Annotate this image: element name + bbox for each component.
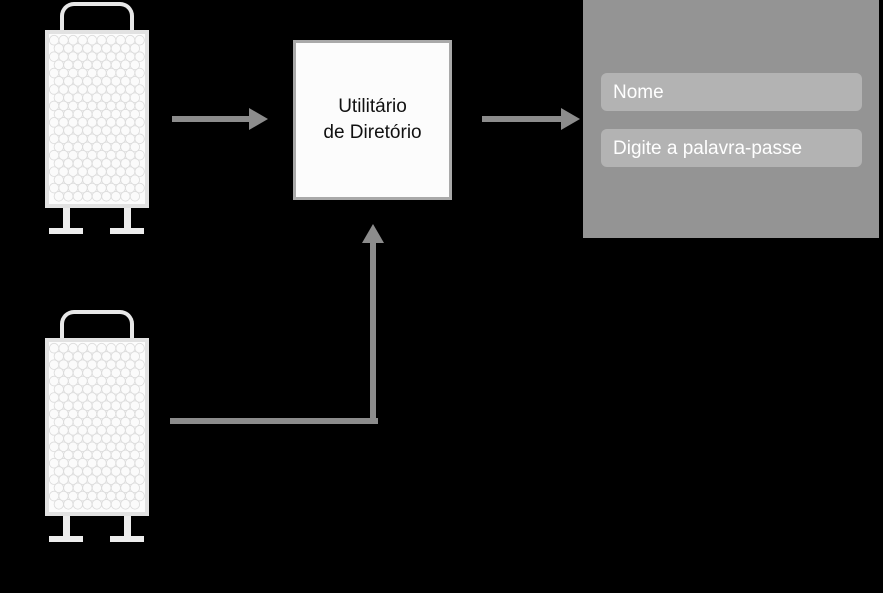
- mac-pro-tower-1: [42, 2, 152, 247]
- mac-pro-handle-icon: [60, 310, 134, 344]
- mac-pro-foot-post-right: [124, 516, 131, 538]
- utility-box-label: Utilitário de Diretório: [323, 96, 422, 143]
- password-field[interactable]: Digite a palavra-passe: [601, 129, 862, 167]
- mac-pro-foot-plate-left: [49, 536, 83, 542]
- arrow-utility-to-login-head: [561, 108, 580, 130]
- arrow-tower1-to-utility-head: [249, 108, 268, 130]
- mac-pro-foot-plate-right: [110, 536, 144, 542]
- mac-pro-foot-post-left: [63, 208, 70, 230]
- login-window: Nome Digite a palavra-passe: [583, 0, 879, 238]
- mac-pro-foot-post-right: [124, 208, 131, 230]
- arrow-tower2-elbow-head: [362, 224, 384, 243]
- mac-pro-foot-plate-right: [110, 228, 144, 234]
- mac-pro-tower-2: [42, 310, 152, 555]
- mac-pro-foot-plate-left: [49, 228, 83, 234]
- password-field-text: Digite a palavra-passe: [613, 137, 803, 159]
- arrow-tower2-elbow-horizontal: [170, 418, 378, 424]
- mac-pro-foot-post-left: [63, 516, 70, 538]
- arrow-tower2-elbow-vertical: [370, 243, 376, 424]
- cheese-grater-lattice-icon: [49, 342, 145, 510]
- arrow-utility-to-login-shaft: [482, 116, 561, 122]
- mac-pro-body: [45, 338, 149, 516]
- arrow-tower1-to-utility-shaft: [172, 116, 249, 122]
- mac-pro-handle-icon: [60, 2, 134, 36]
- name-field[interactable]: Nome: [601, 73, 862, 111]
- utility-box[interactable]: Utilitário de Diretório: [293, 40, 452, 200]
- cheese-grater-lattice-icon: [49, 34, 145, 202]
- mac-pro-body: [45, 30, 149, 208]
- name-field-text: Nome: [613, 81, 664, 103]
